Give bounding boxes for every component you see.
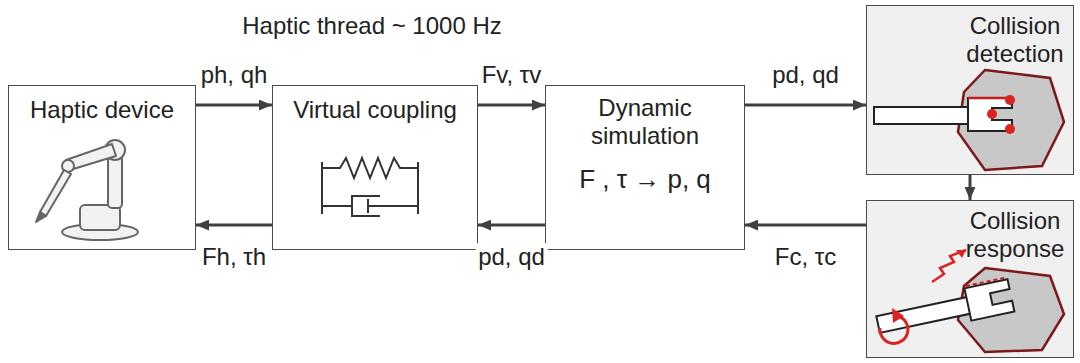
- haptic-device-icon: [105, 140, 125, 160]
- box-title: Collision response: [959, 201, 1071, 262]
- signal-arrow: [478, 104, 545, 107]
- spring-damper-symbol: [368, 205, 418, 207]
- haptic-device-icon: [80, 205, 120, 230]
- haptic-device-icon: [66, 144, 116, 170]
- collision-detection-picture: [968, 97, 1012, 100]
- haptic-device-icon: [36, 140, 138, 240]
- signal-label: Fh, τh: [199, 243, 269, 271]
- simulation-box: Dynamic simulationF , τ → p, q: [545, 85, 745, 250]
- box-title: Virtual coupling: [273, 86, 477, 124]
- signal-arrow: [196, 224, 272, 227]
- box-title: Dynamic simulation: [570, 86, 720, 149]
- device-box: Haptic device: [8, 85, 196, 250]
- collision-response-picture: [958, 268, 1064, 352]
- spring-damper-symbol: [322, 158, 418, 216]
- collision-detection-picture: [1005, 95, 1015, 105]
- box-title: Haptic device: [9, 86, 195, 124]
- signal-arrow: [196, 104, 272, 107]
- response-box: Collision response: [866, 200, 1074, 358]
- collision-detection-picture: [958, 70, 1064, 170]
- spring-damper-symbol: [367, 199, 369, 213]
- signal-label: pd, qd: [475, 243, 548, 271]
- collision-response-picture: [874, 277, 1014, 340]
- collision-response-picture: [876, 297, 971, 333]
- coupling-box: Virtual coupling: [272, 85, 478, 250]
- spring-damper-symbol: [321, 162, 323, 214]
- collision-response-picture: [932, 250, 966, 282]
- spring-damper-symbol: [417, 162, 419, 214]
- collision-response-picture: [874, 250, 1064, 352]
- haptic-device-icon: [62, 224, 138, 240]
- diagram-title: Haptic thread ~ 1000 Hz: [242, 12, 502, 40]
- spring-damper-symbol: [322, 158, 418, 178]
- haptic-device-icon: [108, 150, 122, 208]
- signal-arrow: [745, 104, 866, 107]
- collision-response-picture: [956, 250, 966, 258]
- spring-damper-symbol: [322, 205, 352, 207]
- signal-label: Fc, τc: [772, 243, 839, 271]
- signal-arrow: [969, 175, 972, 200]
- collision-response-picture: [964, 279, 1014, 320]
- box-title: Collision detection: [959, 6, 1071, 67]
- signal-label: Fv, τv: [479, 61, 545, 89]
- collision-detection-picture: [1005, 124, 1015, 134]
- collision-detection-picture: [874, 70, 1064, 170]
- spring-damper-symbol: [352, 196, 380, 216]
- box-formula: F , τ → p, q: [546, 149, 744, 195]
- collision-response-picture: [892, 308, 904, 323]
- haptic-device-icon: [62, 160, 74, 172]
- collision-response-picture: [966, 277, 1007, 286]
- haptic-device-icon: [36, 212, 46, 222]
- signal-arrow: [478, 224, 545, 227]
- collision-detection-picture: [987, 109, 997, 119]
- signal-label: pd, qd: [769, 61, 842, 89]
- detection-box: Collision detection: [866, 5, 1074, 175]
- signal-label: ph, qh: [198, 61, 271, 89]
- haptic-device-icon: [40, 170, 71, 216]
- collision-response-picture: [880, 316, 908, 343]
- collision-detection-picture: [874, 107, 970, 124]
- signal-arrow: [745, 224, 866, 227]
- collision-detection-picture: [968, 98, 1012, 131]
